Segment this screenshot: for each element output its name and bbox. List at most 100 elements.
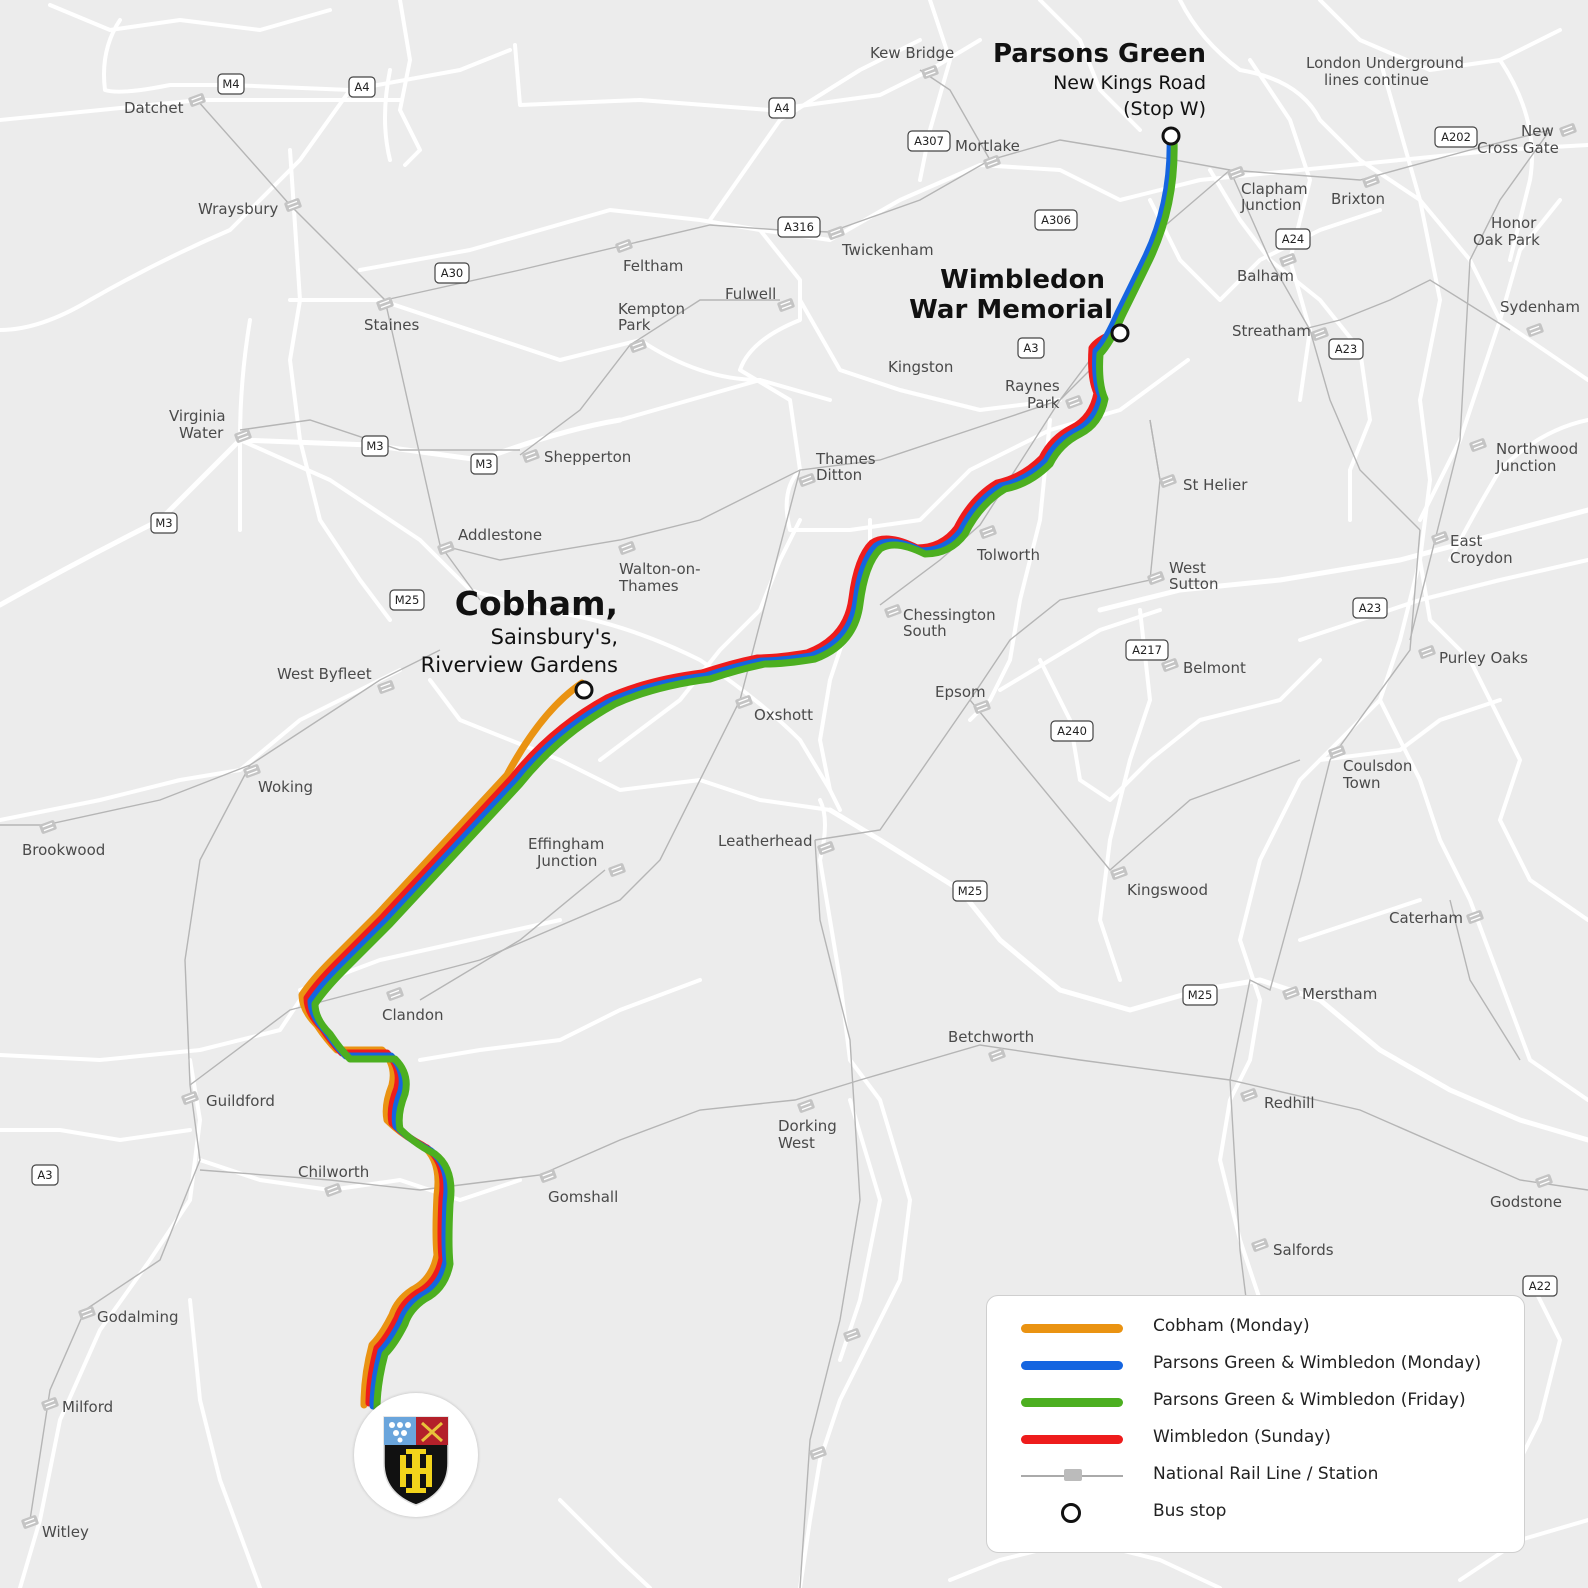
road-label-a306: A306 — [1034, 209, 1078, 231]
stop-detail-cobham: Sainsbury's, — [491, 625, 618, 649]
rail-station-icon — [39, 820, 57, 834]
bus-stop-icon — [1061, 1503, 1081, 1523]
rail-station-icon — [1064, 1469, 1082, 1481]
place-label-balham: Balham — [1237, 267, 1294, 285]
place-label-clapham-2: Junction — [1240, 196, 1301, 214]
road-label-a217: A217 — [1125, 639, 1169, 661]
bus-stop-wimbledon — [1110, 323, 1130, 343]
svg-text:A4: A4 — [354, 80, 369, 94]
rail-station-icon — [1251, 1238, 1269, 1252]
rail-station-icon — [797, 1099, 815, 1113]
rail-station-icon — [1282, 986, 1300, 1000]
bus-stop-parsons-green — [1161, 126, 1181, 146]
rail-station-icon — [843, 1328, 861, 1342]
rail-station-icon — [1362, 174, 1380, 188]
place-label-east-croydon-2: Croydon — [1450, 549, 1513, 567]
place-label-west-byfleet: West Byfleet — [277, 665, 372, 683]
place-label-northwood-1: Northwood — [1496, 440, 1578, 458]
rail-station-icon — [1240, 1088, 1258, 1102]
place-label-west-sutton-2: Sutton — [1169, 575, 1218, 593]
rail-station-icon — [386, 987, 404, 1001]
svg-text:A202: A202 — [1441, 130, 1471, 144]
place-label-raynes-1: Raynes — [1005, 377, 1060, 395]
road-label-m25c: M25 — [1182, 984, 1218, 1006]
rail-station-icon — [827, 226, 845, 240]
blue-line-swatch — [1021, 1361, 1123, 1370]
rail-station-icon — [1110, 866, 1128, 880]
place-label-walton-2: Thames — [618, 577, 679, 595]
svg-text:A3: A3 — [1023, 341, 1038, 355]
orange-route-line — [298, 679, 586, 1409]
place-label-dorking-1: Dorking — [778, 1117, 837, 1135]
road-label-a3b: A3 — [31, 1164, 59, 1186]
place-label-chessington-1: Chessington — [903, 606, 996, 624]
road-label-a4b: A4 — [768, 97, 796, 119]
svg-text:A307: A307 — [914, 134, 944, 148]
stop-title-cobham: Cobham, — [455, 584, 618, 623]
road-label-a307: A307 — [907, 130, 951, 152]
place-label-addlestone: Addlestone — [458, 526, 542, 544]
rail-station-icon — [539, 1169, 557, 1183]
place-label-gomshall: Gomshall — [548, 1188, 618, 1206]
place-label-leatherhead: Leatherhead — [718, 832, 812, 850]
svg-text:M25: M25 — [958, 884, 983, 898]
rail-station-icon — [1469, 438, 1487, 452]
rail-station-icon — [1065, 395, 1083, 409]
road-label-a30: A30 — [434, 262, 470, 284]
place-label-tolworth: Tolworth — [976, 546, 1040, 564]
road-label-m3b: M3 — [470, 453, 498, 475]
place-label-staines: Staines — [364, 316, 419, 334]
place-label-twickenham: Twickenham — [841, 241, 934, 259]
rail-station-icon — [988, 1048, 1006, 1062]
rail-station-icon — [798, 473, 816, 487]
road-label-m25a: M25 — [389, 589, 425, 611]
road-label-a3a: A3 — [1017, 337, 1045, 359]
rail-station-icon — [284, 198, 302, 212]
svg-text:M3: M3 — [475, 457, 492, 471]
place-label-guildford: Guildford — [206, 1092, 275, 1110]
place-label-dorking-2: West — [778, 1134, 815, 1152]
svg-text:A22: A22 — [1529, 1279, 1552, 1293]
place-label-honor-2: Oak Park — [1473, 231, 1540, 249]
rail-station-icon — [1559, 123, 1577, 137]
rail-station-icon — [1328, 745, 1346, 759]
svg-text:M3: M3 — [366, 439, 383, 453]
place-label-godstone: Godstone — [1490, 1193, 1562, 1211]
road-label-a316: A316 — [777, 216, 821, 238]
place-label-salfords: Salfords — [1273, 1241, 1334, 1259]
rail-station-icon — [809, 1446, 827, 1460]
rail-station-icon — [973, 700, 991, 714]
place-label-virginia-2: Water — [179, 424, 224, 442]
rail-station-icon — [1466, 910, 1484, 924]
place-label-godalming: Godalming — [97, 1308, 179, 1326]
place-label-thames-ditton-1: Thames — [815, 450, 876, 468]
svg-text:A3: A3 — [37, 1168, 52, 1182]
place-label-woking: Woking — [258, 778, 313, 796]
rail-station-icon — [181, 1091, 199, 1105]
road-label-m3a: M3 — [361, 435, 389, 457]
stop-detail-cobham: Riverview Gardens — [421, 653, 618, 677]
legend-label: Parsons Green & Wimbledon (Monday) — [1153, 1353, 1482, 1373]
red-line-swatch — [1021, 1435, 1123, 1444]
rail-station-icon — [1159, 474, 1177, 488]
road-label-m3c: M3 — [150, 512, 178, 534]
green-route-line — [311, 136, 1178, 1413]
stop-detail-parsons-green: New Kings Road — [1053, 72, 1206, 94]
rail-station-icon — [324, 1183, 342, 1197]
svg-text:A24: A24 — [1282, 232, 1305, 246]
school-crest-logo — [354, 1393, 478, 1517]
rail-station-icon — [243, 764, 261, 778]
rail-station-icon — [615, 239, 633, 253]
place-label-witley: Witley — [42, 1523, 89, 1541]
svg-text:A240: A240 — [1057, 724, 1087, 738]
rail-station-icon — [983, 155, 1001, 169]
rail-station-icon — [234, 429, 252, 443]
place-label-brixton: Brixton — [1331, 190, 1385, 208]
place-label-chessington-2: South — [903, 622, 947, 640]
place-label-milford: Milford — [62, 1398, 113, 1416]
legend-item-national-rail: National Rail Line / Station — [987, 1464, 1524, 1488]
svg-text:A306: A306 — [1041, 213, 1071, 227]
